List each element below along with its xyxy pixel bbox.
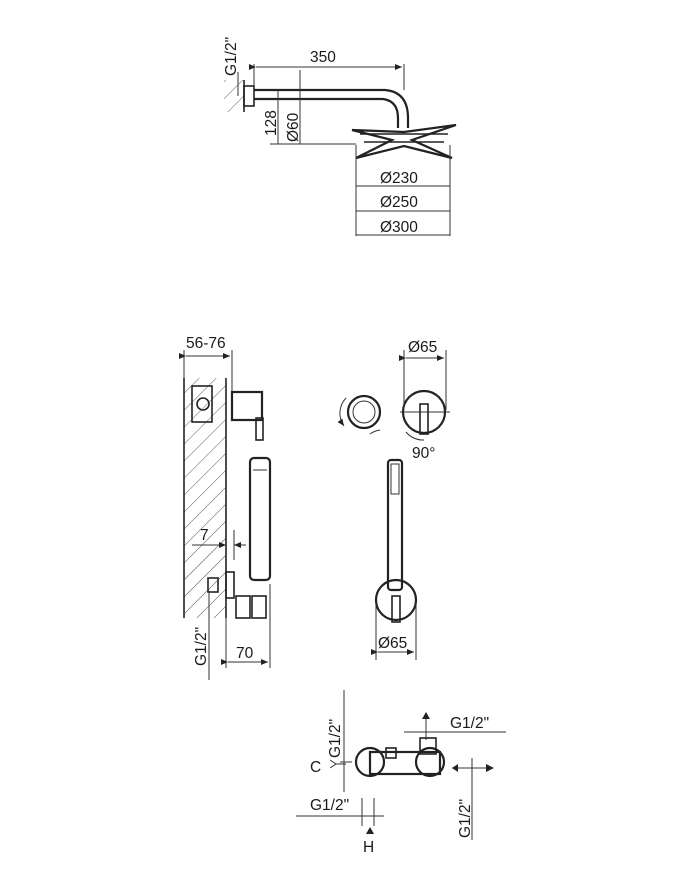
holder	[374, 578, 418, 622]
escutcheon-diameter-dim: Ø65	[408, 339, 437, 356]
inlet-right	[414, 746, 446, 778]
plan-thread-right: G1/2"	[457, 799, 474, 838]
rotation-angle-label: 90°	[412, 445, 435, 462]
mixer-side-view: 56-76 7 G1/2" 70	[179, 335, 272, 680]
wall-flange	[243, 85, 255, 107]
head-diameter-230: Ø230	[380, 170, 418, 187]
hand-shower	[248, 456, 272, 582]
wall-section-side	[184, 378, 226, 618]
wall-section	[224, 80, 244, 112]
plan-thread-left: G1/2"	[327, 719, 344, 758]
height-offset-dim: 128	[263, 110, 280, 136]
mixer-plan-body	[368, 750, 442, 776]
plan-thread-top-right: G1/2"	[450, 715, 489, 732]
rain-shower-head	[351, 123, 457, 160]
mixer-plan-view: G1/2" G1/2" C G1/2" G1/2" H	[296, 690, 506, 856]
shower-arm	[254, 88, 410, 128]
head-diameter-300: Ø300	[380, 219, 418, 236]
head-diameter-250: Ø250	[380, 194, 418, 211]
shower-arm-view: G1/2" 350 128 Ø60 Ø230 Ø250 Ø300	[223, 37, 457, 236]
flange-diameter-dim: Ø60	[285, 112, 302, 142]
wall-depth-dim: 56-76	[186, 335, 226, 352]
gap-dim: 7	[200, 527, 209, 544]
projection-dim: 70	[236, 645, 254, 662]
plan-thread-bottom-left: G1/2"	[310, 797, 349, 814]
mixer-front-view: Ø65 90° Ø65	[337, 339, 450, 660]
inlet-left	[354, 746, 386, 778]
side-thread-label: G1/2"	[193, 627, 210, 666]
cold-label: C	[310, 759, 321, 776]
hot-label: H	[363, 839, 374, 856]
front-lever	[419, 403, 429, 435]
holder-diameter-dim: Ø65	[378, 635, 407, 652]
thread-label: G1/2"	[223, 37, 240, 76]
hand-shower-front	[386, 458, 404, 592]
mixer-lever	[255, 417, 264, 441]
arm-length-dim: 350	[310, 49, 336, 66]
mixer-body	[230, 390, 264, 422]
